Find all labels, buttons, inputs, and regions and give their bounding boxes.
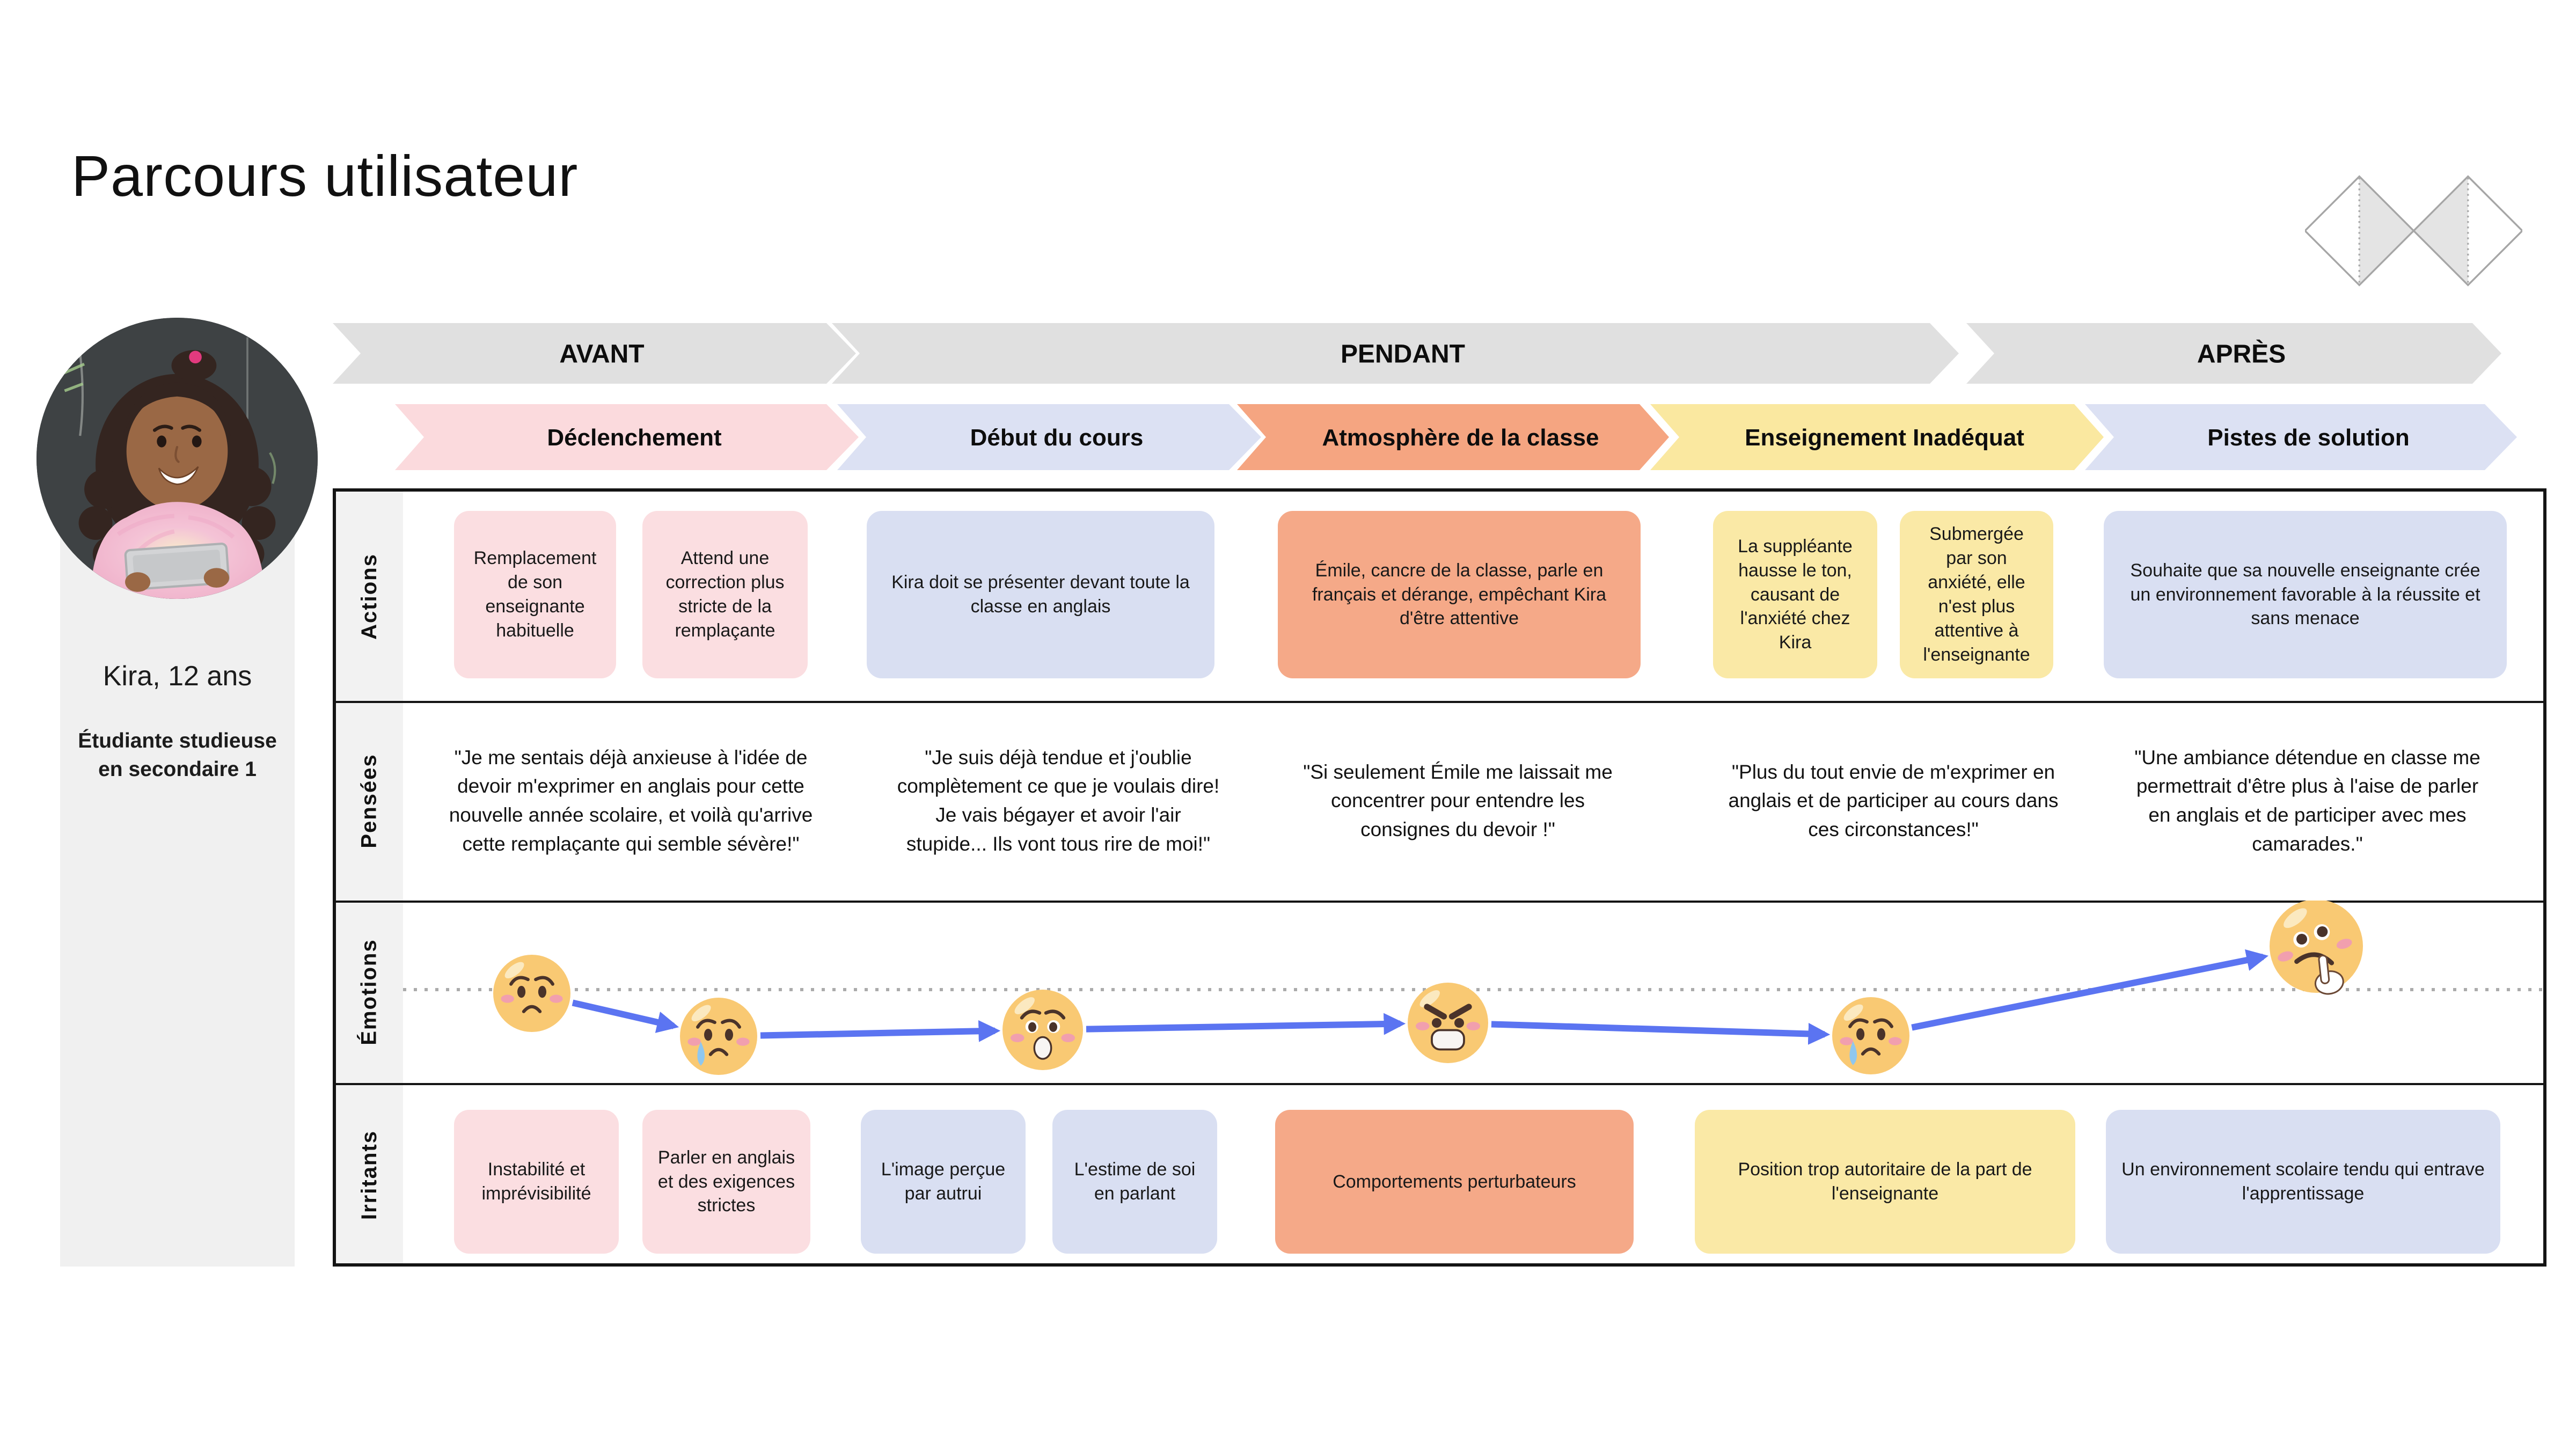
card-text: La suppléante hausse le ton, causant de … (1738, 536, 1853, 653)
card-text: Attend une correction plus stricte de la… (665, 548, 785, 641)
journey-card: Un environnement scolaire tendu qui entr… (2106, 1110, 2500, 1254)
emotion-arrow (1086, 1013, 1406, 1035)
journey-card: Comportements perturbateurs (1275, 1110, 1634, 1254)
irritants-row: Instabilité et imprévisibilité Parler en … (403, 1083, 2550, 1267)
journey-card: L'estime de soi en parlant (1052, 1110, 1217, 1254)
row-label-actions: Actions (357, 553, 381, 640)
journey-card: Émile, cancre de la classe, parle en fra… (1278, 511, 1641, 678)
svg-text:Début du cours: Début du cours (970, 425, 1144, 451)
svg-text:Enseignement Inadéquat: Enseignement Inadéquat (1745, 425, 2024, 451)
emotion-arrow (572, 999, 679, 1033)
thought-quote: "Si seulement Émile me laissait me conce… (1303, 760, 1613, 840)
angry-face-icon (1408, 983, 1488, 1063)
journey-grid: Actions Pensées Émotions Irritants Rempl… (333, 488, 2550, 1267)
svg-text:APRÈS: APRÈS (2197, 339, 2286, 368)
journey-card: Attend une correction plus stricte de la… (642, 511, 808, 678)
row-label-irritants: Irritants (357, 1130, 381, 1220)
stage-arrow-1 (837, 404, 1261, 470)
svg-text:PENDANT: PENDANT (1341, 340, 1465, 368)
stage-arrow-3 (1650, 404, 2104, 470)
card-text: Submergée par son anxiété, elle n'est pl… (1923, 524, 2030, 665)
svg-text:AVANT: AVANT (559, 340, 644, 368)
double-diamond-logo-icon (2305, 161, 2522, 301)
card-text: Kira doit se présenter devant toute la c… (891, 572, 1190, 617)
thought-quote: "Plus du tout envie de m'exprimer en ang… (1728, 760, 2059, 840)
journey-card: Instabilité et imprévisibilité (454, 1110, 619, 1254)
journey-card: Kira doit se présenter devant toute la c… (867, 511, 1214, 678)
card-text: Émile, cancre de la classe, parle en fra… (1312, 560, 1607, 629)
persona-photo (36, 318, 318, 599)
phase-arrow-2 (1966, 323, 2501, 384)
card-text: Souhaite que sa nouvelle enseignante cré… (2130, 560, 2480, 629)
thought-quote: "Je me sentais déjà anxieuse à l'idée de… (449, 746, 813, 855)
journey-card: Souhaite que sa nouvelle enseignante cré… (2104, 511, 2507, 678)
card-text: L'estime de soi en parlant (1074, 1159, 1196, 1204)
phase-arrow-0 (333, 323, 856, 384)
crying-face-icon (1832, 997, 1909, 1074)
emotion-arrow (1491, 1021, 1831, 1045)
journey-card: Remplacement de son enseignante habituel… (454, 511, 616, 678)
journey-card: L'image perçue par autrui (861, 1110, 1026, 1254)
pensees-row: "Je me sentais déjà anxieuse à l'idée de… (403, 701, 2550, 901)
card-text: Position trop autoritaire de la part de … (1738, 1159, 2032, 1204)
card-text: Un environnement scolaire tendu qui entr… (2121, 1159, 2485, 1204)
row-divider (336, 1083, 2543, 1085)
card-text: Parler en anglais et des exigences stric… (657, 1147, 795, 1216)
journey-card: Parler en anglais et des exigences stric… (642, 1110, 810, 1254)
emotion-arrow (1911, 949, 2268, 1031)
row-label-emotions: Émotions (357, 938, 382, 1045)
thought-quote: "Je suis déjà tendue et j'oublie complèt… (897, 746, 1220, 855)
svg-text:Pistes de solution: Pistes de solution (2207, 425, 2410, 451)
page-title: Parcours utilisateur (71, 143, 579, 208)
card-text: Remplacement de son enseignante habituel… (473, 548, 597, 641)
stage-arrow-4 (2085, 404, 2517, 470)
journey-card: Submergée par son anxiété, elle n'est pl… (1900, 511, 2053, 678)
row-divider (336, 701, 2543, 703)
worried-face-icon (493, 955, 570, 1032)
stage-arrow-2 (1237, 404, 1669, 470)
card-text: Comportements perturbateurs (1333, 1171, 1576, 1192)
phase-band: AVANT PENDANT APRÈS (333, 323, 2576, 384)
journey-card: Position trop autoritaire de la part de … (1695, 1110, 2075, 1254)
svg-text:Atmosphère de la classe: Atmosphère de la classe (1322, 425, 1599, 451)
emotion-arrow (760, 1020, 1001, 1042)
card-text: L'image perçue par autrui (881, 1159, 1006, 1204)
card-text: Instabilité et imprévisibilité (481, 1159, 591, 1204)
svg-text:Déclenchement: Déclenchement (547, 425, 722, 451)
thought-quote: "Une ambiance détendue en classe me perm… (2134, 746, 2480, 855)
persona-name: Kira, 12 ans (103, 661, 252, 692)
fearful-face-icon (1002, 990, 1083, 1070)
journey-card: La suppléante hausse le ton, causant de … (1713, 511, 1877, 678)
actions-row: Remplacement de son enseignante habituel… (403, 492, 2550, 701)
phase-arrow-1 (832, 323, 1959, 384)
row-label-pensees: Pensées (357, 753, 381, 848)
thinking-face-icon (2270, 901, 2363, 995)
row-divider (336, 901, 2543, 903)
stage-arrow-0 (395, 404, 859, 470)
row-label-column (336, 492, 403, 1263)
stage-band: Déclenchement Début du cours Atmosphère de… (333, 404, 2576, 470)
emotions-row (403, 901, 2550, 1083)
crying-face-icon (680, 998, 757, 1075)
